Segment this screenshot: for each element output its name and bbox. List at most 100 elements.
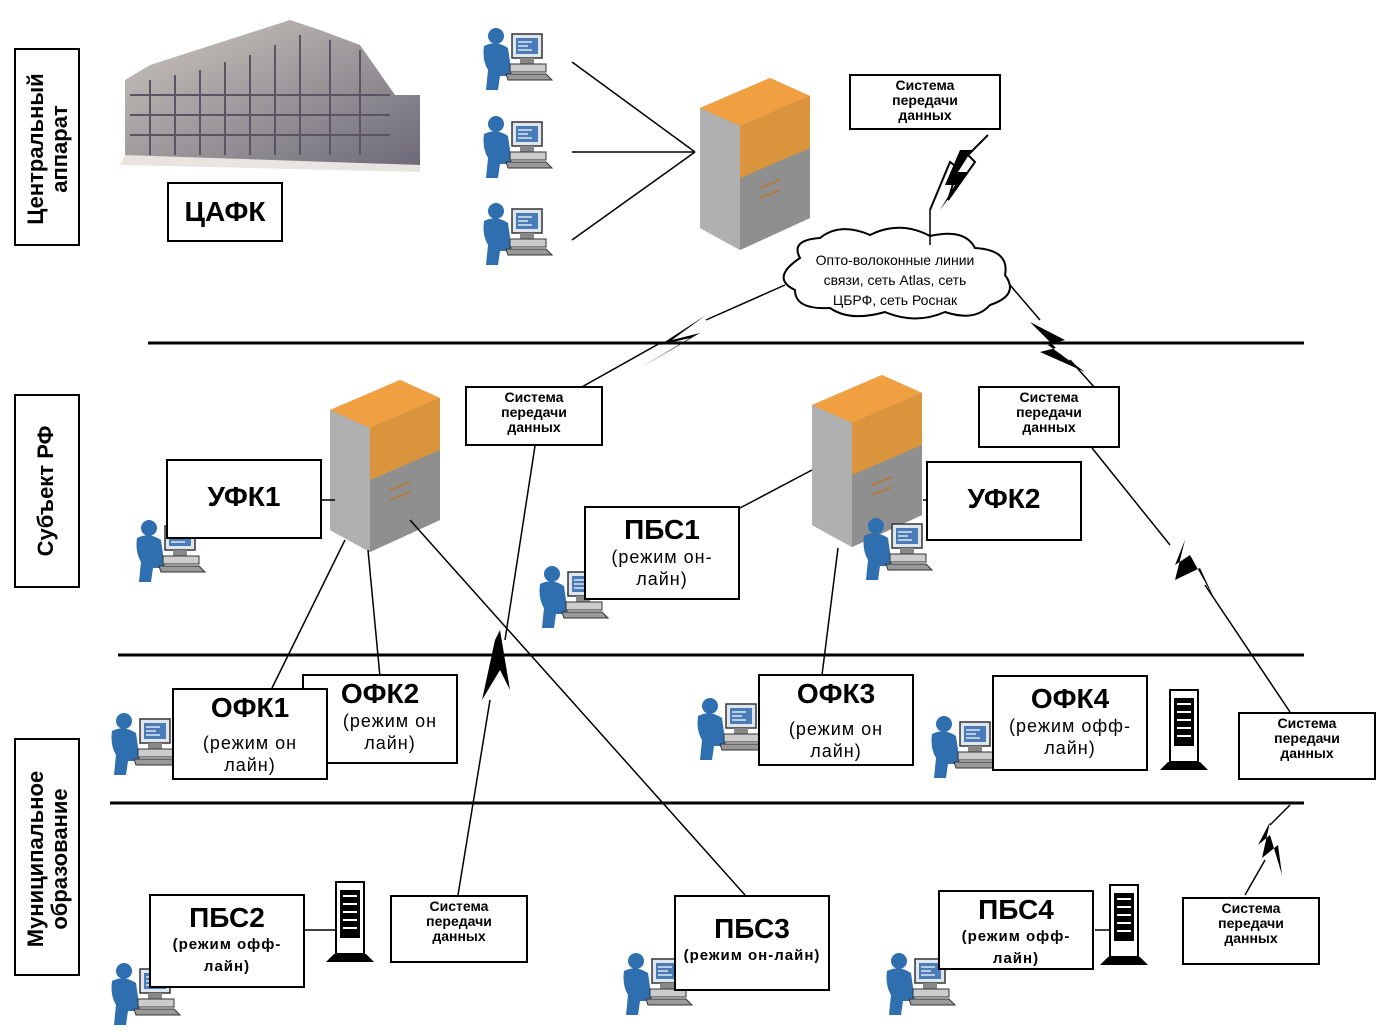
node-ofk3-mode-line2: лайн) — [810, 741, 862, 761]
workstation-icon — [482, 202, 553, 266]
node-ofk4-mode-line1: (режим офф- — [1009, 716, 1131, 736]
connection-line — [739, 469, 813, 509]
node-ufk1-title: УФК1 — [207, 481, 281, 512]
node-ofk3: ОФК3 (режим он лайн) — [758, 674, 914, 766]
building-image — [120, 20, 420, 172]
transfer-line3: данных — [1224, 930, 1278, 946]
server-icon — [699, 77, 811, 251]
transfer-line2: передачи — [501, 404, 567, 420]
node-ofk1-mode-line1: (режим он — [202, 733, 298, 753]
node-pbs1: ПБС1 (режим он- лайн) — [584, 506, 740, 600]
transfer-line3: данных — [432, 928, 486, 944]
node-cafk: ЦАФК — [167, 182, 283, 242]
node-pbs4-mode-line2: лайн) — [992, 950, 1040, 967]
computer-tower-icon — [325, 881, 375, 963]
node-ofk3-title: ОФК3 — [796, 678, 876, 709]
transfer-line2: передачи — [426, 913, 492, 929]
transfer-system-label: Система передачи данных — [1182, 897, 1320, 965]
node-pbs3: ПБС3 (режим он-лайн) — [674, 895, 830, 991]
lightning-bolt — [1175, 540, 1215, 600]
computer-tower-icon — [1099, 884, 1149, 966]
transfer-line2: передачи — [1218, 915, 1284, 931]
workstation-icon — [110, 712, 181, 776]
node-ufk2: УФК2 — [926, 461, 1082, 541]
transfer-system-label: Система передачи данных — [1238, 712, 1376, 780]
connection-line — [409, 519, 746, 896]
transfer-line1: Система — [1221, 900, 1281, 916]
connection-line — [571, 151, 696, 241]
node-ofk2-title: ОФК2 — [340, 678, 420, 709]
node-ofk2-mode-line2: лайн) — [364, 733, 416, 753]
cloud-line2: связи, сеть Atlas, сеть — [823, 272, 967, 288]
lightning-bolt — [940, 150, 972, 210]
node-pbs3-title: ПБС3 — [714, 913, 790, 944]
node-ofk3-mode-line1: (режим он — [788, 719, 884, 739]
computer-tower-icon — [1159, 689, 1209, 771]
workstation-icon — [482, 115, 553, 179]
node-pbs2-title: ПБС2 — [189, 902, 265, 933]
zone-municipal: Муниципальное образование — [14, 738, 80, 976]
transfer-system-label: Система передачи данных — [849, 74, 1001, 130]
node-cafk-title: ЦАФК — [184, 196, 266, 227]
transfer-line1: Система — [504, 389, 564, 405]
transfer-line2: передачи — [1274, 730, 1340, 746]
connection-line — [821, 547, 839, 676]
node-pbs2-mode-line2: лайн) — [203, 958, 251, 975]
transfer-line3: данных — [898, 107, 952, 123]
zone-subject-label: Субъект РФ — [33, 425, 58, 557]
workstation-icon — [696, 697, 767, 761]
node-ufk1: УФК1 — [166, 459, 322, 539]
node-pbs4: ПБС4 (режим офф- лайн) — [938, 890, 1094, 970]
node-ufk2-title: УФК2 — [967, 483, 1041, 514]
node-pbs3-mode-line1: (режим он-лайн) — [683, 947, 821, 964]
transfer-line3: данных — [1022, 419, 1076, 435]
node-ofk4-mode-line2: лайн) — [1044, 738, 1096, 758]
cloud-label: Опто-волоконные линии связи, сеть Atlas,… — [790, 250, 1000, 310]
cloud-line1: Опто-волоконные линии — [815, 252, 975, 268]
node-pbs1-mode-line2: лайн) — [636, 569, 688, 589]
cloud-shape — [782, 226, 1011, 320]
node-pbs4-title: ПБС4 — [978, 894, 1054, 925]
node-ofk2-mode-line1: (режим он — [342, 711, 438, 731]
zone-municipal-line1: Муниципальное — [23, 770, 48, 948]
zone-central-line2: аппарат — [47, 105, 72, 193]
workstation-icon — [482, 27, 553, 91]
server-icon — [329, 379, 441, 553]
zone-municipal-line2: образование — [47, 788, 72, 930]
cloud-line3: ЦБРФ, сеть Роснак — [832, 292, 958, 308]
node-pbs2: ПБС2 (режим офф- лайн) — [149, 894, 305, 988]
node-pbs1-title: ПБС1 — [624, 514, 700, 545]
transfer-system-label: Система передачи данных — [465, 386, 603, 446]
connection-line — [571, 61, 696, 153]
zone-central-line1: Центральный — [23, 73, 48, 225]
lightning-bolt — [1030, 322, 1085, 372]
transfer-line2: передачи — [892, 92, 958, 108]
transfer-line3: данных — [1280, 745, 1334, 761]
transfer-line2: передачи — [1016, 404, 1082, 420]
transfer-line3: данных — [507, 419, 561, 435]
transfer-line1: Система — [1019, 389, 1079, 405]
lightning-bolt — [640, 315, 706, 368]
transfer-line1: Система — [895, 77, 955, 93]
connection-line — [271, 539, 346, 689]
server-icon — [811, 374, 923, 548]
node-ofk1-title: ОФК1 — [210, 692, 290, 723]
node-pbs4-mode-line1: (режим офф- — [961, 928, 1071, 945]
lightning-bolt — [1258, 822, 1282, 875]
workstation-icon — [930, 715, 1001, 779]
node-ofk4: ОФК4 (режим офф- лайн) — [992, 675, 1148, 771]
node-ofk1: ОФК1 (режим он лайн) — [172, 688, 328, 780]
node-pbs1-mode-line1: (режим он- — [611, 547, 713, 567]
zone-subject: Субъект РФ — [14, 394, 80, 588]
lightning-bolt — [482, 630, 510, 700]
zone-central: Центральный аппарат — [14, 48, 80, 246]
transfer-line1: Система — [1277, 715, 1337, 731]
node-pbs2-mode-line1: (режим офф- — [172, 936, 282, 953]
transfer-system-label: Система передачи данных — [978, 386, 1120, 448]
node-ofk4-title: ОФК4 — [1030, 683, 1110, 714]
node-ofk1-mode-line2: лайн) — [224, 755, 276, 775]
transfer-line1: Система — [429, 898, 489, 914]
node-ofk2: ОФК2 (режим он лайн) — [302, 674, 458, 764]
workstation-icon — [862, 517, 933, 581]
